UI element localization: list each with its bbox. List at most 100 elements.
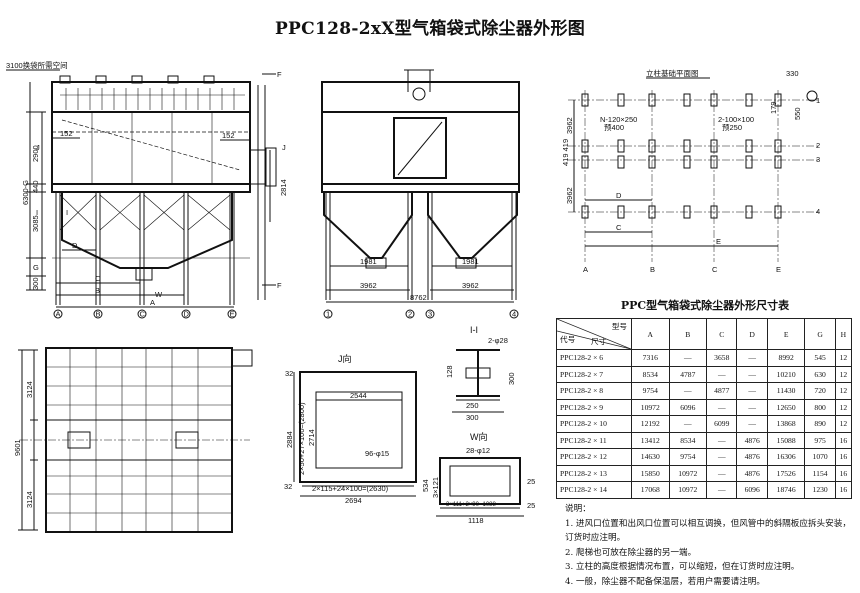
- row-cell-e: 10210: [766, 365, 806, 383]
- row-cell-d: 6096: [736, 481, 768, 499]
- row-cell-g: 1154: [804, 464, 836, 482]
- front-plenum: [51, 81, 251, 113]
- row-cell-b: —: [668, 415, 708, 433]
- row-cell-d: 4876: [736, 431, 768, 449]
- plan-view: 3124 3124 9601: [13, 347, 253, 533]
- row-cell-a: 15850: [631, 464, 670, 482]
- front-axis-a: A: [56, 310, 61, 319]
- section-i-dim-300: 300: [466, 413, 479, 422]
- front-mark-f2: F: [277, 281, 282, 290]
- j-dim-2884: 2884: [285, 431, 294, 448]
- front-dim-152-left: 152: [60, 129, 73, 138]
- j-dim-2714: 2714: [307, 429, 316, 446]
- j-dim-2x50: 2×50+27×100=(2800): [297, 402, 306, 475]
- foundation-dim-c: C: [616, 223, 622, 232]
- j-dim-32-top: 32: [285, 369, 293, 378]
- foundation-axis-a: A: [583, 265, 588, 274]
- front-dim-2814: 2814: [279, 179, 288, 196]
- row-cell-g: 975: [804, 431, 836, 449]
- notes-section: 说明： 1. 进风口位置和出风口位置可以相互调换，但风管中的斜隔板应拆头安装，订…: [565, 502, 855, 590]
- table-title: PPC型气箱袋式除尘器外形尺寸表: [620, 299, 790, 312]
- col-b: B: [668, 318, 708, 350]
- row-model: PPC128-2 × 11: [556, 431, 632, 449]
- row-cell-e: 18746: [766, 481, 806, 499]
- row-cell-d: —: [736, 365, 768, 383]
- row-cell-h: 12: [834, 382, 853, 400]
- row-cell-b: 6096: [668, 398, 708, 416]
- front-dim-3085: 3085: [31, 215, 40, 232]
- row-cell-c: —: [706, 481, 738, 499]
- j-dim-96-holes: 96-φ15: [365, 449, 389, 458]
- row-cell-e: 8992: [766, 349, 806, 367]
- front-dim-b: B: [95, 286, 100, 295]
- w-view-label: W向: [470, 431, 488, 442]
- w-dim-1088: 3×111+2×90=1088: [446, 502, 496, 508]
- front-mark-i1: I: [36, 208, 38, 217]
- j-view: J向 2544 2714 2884 2×50+27×100=(2800) 96-…: [284, 353, 417, 505]
- front-mark-j1: J: [36, 143, 40, 152]
- col-g: G: [804, 318, 836, 350]
- note-3: 3. 立柱的高度根据情况布置，可以缩短，但在订货时应注明。: [565, 562, 800, 573]
- row-cell-c: —: [706, 448, 738, 466]
- section-i-dim-300-side: 300: [507, 372, 516, 385]
- row-cell-e: 16306: [766, 448, 806, 466]
- row-cell-e: 17526: [766, 464, 806, 482]
- row-cell-h: 12: [834, 365, 853, 383]
- front-axis-e: E: [230, 310, 235, 319]
- col-e: E: [766, 318, 806, 350]
- row-cell-c: 6099: [706, 415, 738, 433]
- j-view-label: J向: [338, 353, 352, 364]
- row-cell-a: 13412: [631, 431, 670, 449]
- front-mark-i2: I: [66, 208, 68, 217]
- row-cell-g: 1070: [804, 448, 836, 466]
- section-i: I-I 2-φ28 128 300 250 300: [445, 325, 516, 422]
- foundation-note-22: 预250: [722, 122, 742, 132]
- row-cell-h: 12: [834, 349, 853, 367]
- front-dim-c: C: [95, 274, 101, 283]
- row-cell-b: 10972: [668, 464, 708, 482]
- plan-dim-3124-top: 3124: [25, 381, 34, 398]
- row-cell-e: 13868: [766, 415, 806, 433]
- front-mark-f1: F: [277, 70, 282, 79]
- front-axis-b: B: [96, 310, 101, 319]
- j-dim-2x115: 2×115+24×100=(2630): [312, 484, 389, 493]
- foundation-axis-c: C: [712, 265, 718, 274]
- front-dim-w: W: [155, 290, 163, 299]
- row-model: PPC128-2 × 8: [556, 382, 632, 400]
- front-body: [51, 111, 251, 185]
- note-1: 1. 进风口位置和出风口位置可以相互调换，但风管中的斜隔板应拆头安装，订货时应注…: [565, 518, 851, 544]
- section-i-label: I-I: [470, 325, 478, 335]
- foundation-axis-3: 3: [816, 155, 820, 164]
- row-cell-a: 14630: [631, 448, 670, 466]
- front-dim-g: G: [33, 263, 39, 272]
- foundation-axis-4: 4: [816, 207, 820, 216]
- row-cell-d: 4876: [736, 448, 768, 466]
- front-dim-a: A: [150, 298, 155, 307]
- drawing-title: PPC128-2xX型气箱袋式除尘器外形图: [274, 19, 586, 39]
- row-cell-d: —: [736, 349, 768, 367]
- front-view: 3100换袋所需空间: [6, 60, 288, 319]
- foundation-dim-e: E: [716, 237, 721, 246]
- row-cell-d: —: [736, 382, 768, 400]
- row-cell-d: —: [736, 415, 768, 433]
- row-cell-c: —: [706, 398, 738, 416]
- row-cell-b: 9754: [668, 448, 708, 466]
- corner-diagonal: [557, 319, 631, 349]
- side-axis-4: 4: [512, 310, 516, 319]
- row-cell-b: 8534: [668, 431, 708, 449]
- row-cell-g: 1230: [804, 481, 836, 499]
- row-cell-a: 8534: [631, 365, 670, 383]
- w-view: W向 28-φ12 3×121 534 3×111+2×90=1088 1118…: [421, 431, 535, 525]
- row-cell-a: 7316: [631, 349, 670, 367]
- row-cell-c: —: [706, 464, 738, 482]
- row-cell-d: 4876: [736, 464, 768, 482]
